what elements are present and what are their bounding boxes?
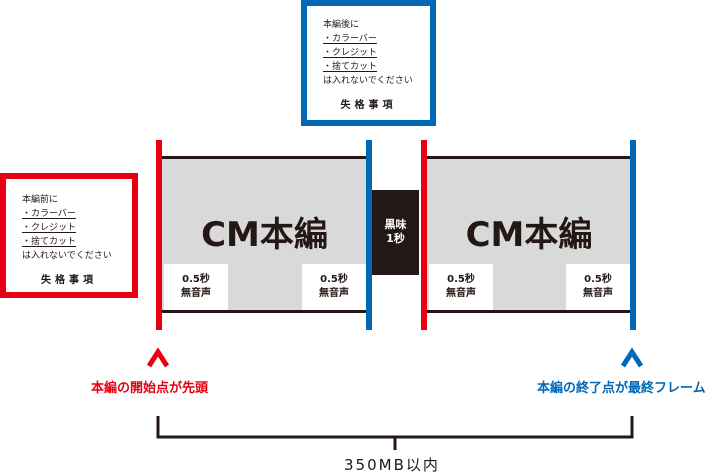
mute-box-start: 0.5秒無音声 (429, 264, 493, 310)
start-label: 本編の開始点が先頭 (91, 381, 209, 396)
black-frame: 黒味 1秒 (372, 190, 419, 275)
mute-duration: 0.5秒 (320, 274, 348, 285)
black-frame-label: 黒味 (384, 218, 407, 231)
segment-label: CM本編 (465, 215, 593, 255)
note-item: ・クレジット (22, 223, 77, 233)
note-title: 失格事項 (41, 275, 97, 286)
start-caret-icon (146, 348, 170, 368)
end-caret-icon (620, 348, 644, 368)
mute-text: 無音声 (583, 288, 613, 299)
segment-label: CM本編 (201, 215, 328, 255)
size-bracket (156, 416, 634, 450)
mute-duration: 0.5秒 (584, 274, 612, 285)
note-item: ・クレジット (323, 48, 378, 58)
note-title: 失格事項 (340, 100, 397, 111)
mute-text: 無音声 (446, 288, 476, 299)
note-heading: 本編後に (323, 20, 360, 30)
start-marker-2 (421, 140, 427, 330)
before-note-text: 本編前に ・カラーバー ・クレジット ・捨てカット は入れないでください (22, 193, 112, 263)
mute-duration: 0.5秒 (182, 274, 210, 285)
note-item: ・捨てカット (22, 237, 77, 247)
before-note: 本編前に ・カラーバー ・クレジット ・捨てカット は入れないでください 失格事… (0, 173, 138, 298)
mute-text: 無音声 (319, 288, 349, 299)
mute-box-end: 0.5秒無音声 (566, 264, 630, 310)
after-note: 本編後に ・カラーバー ・クレジット ・捨てカット は入れないでください 失格事… (301, 0, 436, 126)
end-marker-2 (630, 140, 636, 330)
size-limit-label: 350MB以内 (344, 456, 440, 474)
mute-text: 無音声 (181, 288, 211, 299)
note-item: ・捨てカット (323, 62, 378, 72)
end-label: 本編の終了点が最終フレーム (537, 381, 706, 396)
mute-box-end: 0.5秒無音声 (302, 264, 366, 310)
note-tail: は入れないでください (323, 76, 413, 86)
cm-segment-2: CM本編 0.5秒無音声 0.5秒無音声 (426, 156, 632, 313)
note-item: ・カラーバー (323, 34, 377, 44)
black-frame-duration: 1秒 (386, 232, 405, 245)
note-heading: 本編前に (22, 195, 59, 205)
start-marker-1 (156, 140, 162, 330)
note-tail: は入れないでください (22, 251, 112, 261)
note-item: ・カラーバー (22, 209, 76, 219)
mute-duration: 0.5秒 (447, 274, 475, 285)
end-marker-1 (366, 140, 372, 330)
after-note-text: 本編後に ・カラーバー ・クレジット ・捨てカット は入れないでください (323, 18, 413, 88)
mute-box-start: 0.5秒無音声 (164, 264, 228, 310)
cm-segment-1: CM本編 0.5秒無音声 0.5秒無音声 (161, 156, 368, 313)
